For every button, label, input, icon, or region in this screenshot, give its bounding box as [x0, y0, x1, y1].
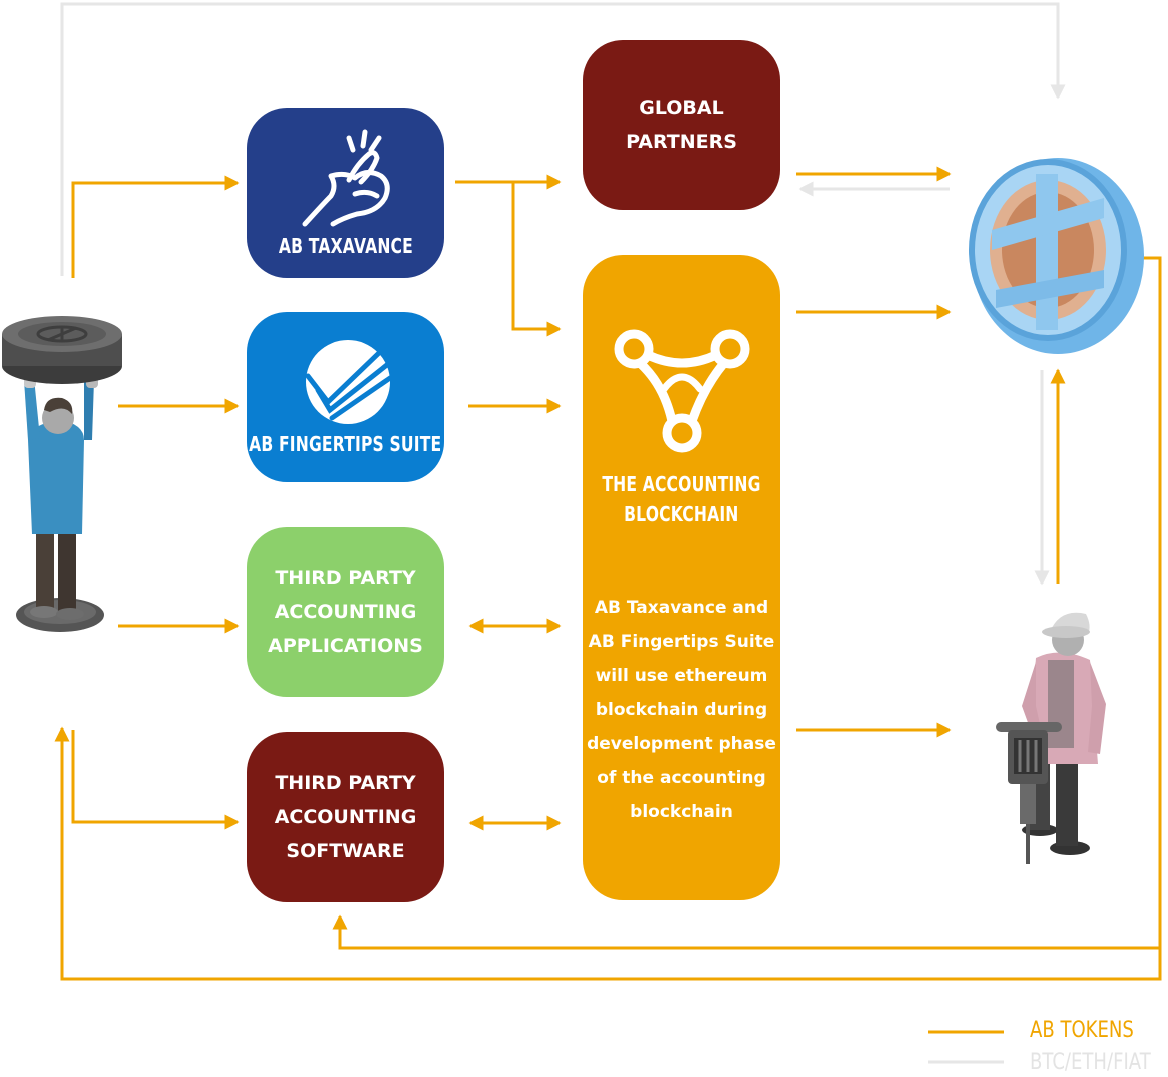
miner-with-jackhammer-icon: [996, 612, 1106, 864]
ab-line-user-to-tps: [71, 730, 240, 830]
snapping-hand-icon: [302, 129, 390, 227]
global-label-line-1: GLOBAL: [639, 97, 724, 119]
ab-fingertips-suite-label: AB FINGERTIPS SUITE: [249, 432, 442, 456]
tps-label-line-2: ACCOUNTING: [274, 806, 417, 828]
desc-line-7: blockchain: [630, 802, 733, 822]
ab-line-token-to-user: [54, 726, 1162, 981]
tps-label-line-3: SOFTWARE: [286, 840, 405, 862]
tps-label-line-1: THIRD PARTY: [275, 772, 416, 794]
legend-btc-eth-fiat-label: BTC/ETH/FIAT: [1030, 1050, 1151, 1075]
ab-fingertips-suite-box: AB FINGERTIPS SUITE: [247, 312, 444, 482]
third-party-software-box: THIRD PARTY ACCOUNTING SOFTWARE: [247, 732, 444, 902]
checkmark-globe-icon: [305, 340, 392, 424]
blockchain-title-line-2: BLOCKCHAIN: [624, 502, 739, 526]
tpa-label-line-3: APPLICATIONS: [268, 635, 423, 657]
blockchain-title-line-1: THE ACCOUNTING: [602, 472, 761, 496]
ab-taxavance-label: AB TAXAVANCE: [278, 234, 413, 258]
blockchain-network-icon: [614, 329, 749, 453]
desc-line-1: AB Taxavance and: [594, 598, 769, 618]
desc-line-4: blockchain during: [595, 700, 768, 720]
third-party-applications-box: THIRD PARTY ACCOUNTING APPLICATIONS: [247, 527, 444, 697]
global-partners-box: GLOBAL PARTNERS: [583, 40, 780, 210]
desc-line-3: will use ethereum: [595, 666, 768, 686]
blockchain-description: AB Taxavance and AB Fingertips Suite wil…: [587, 591, 776, 829]
global-label-line-2: PARTNERS: [626, 131, 737, 153]
ab-taxavance-box: AB TAXAVANCE: [247, 108, 444, 278]
btc-line-top-loop: [60, 2, 1066, 276]
desc-line-5: development phase: [587, 734, 776, 754]
person-holding-coin-icon: [2, 316, 122, 632]
tpa-label-line-2: ACCOUNTING: [274, 601, 417, 623]
desc-line-2: AB Fingertips Suite: [588, 632, 775, 652]
tpa-label-line-1: THIRD PARTY: [275, 567, 416, 589]
legend-ab-tokens-label: AB TOKENS: [1030, 1018, 1134, 1043]
ab-line-user-to-taxavance: [71, 175, 240, 278]
accounting-blockchain-box: THE ACCOUNTING BLOCKCHAIN AB Taxavance a…: [583, 255, 780, 900]
desc-line-6: of the accounting: [597, 768, 766, 788]
ab-line-taxavance-to-blockchain: [511, 182, 562, 337]
ab-token-logo-icon: [969, 158, 1144, 354]
